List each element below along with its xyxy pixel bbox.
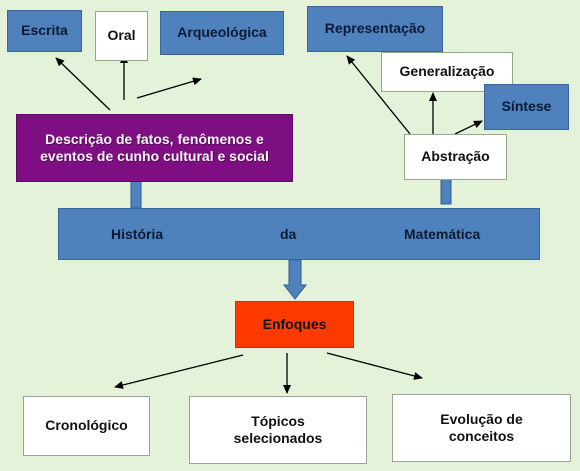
arrow-to-sintese	[454, 120, 483, 135]
evolucao-line1: Evolução de	[440, 410, 523, 427]
band-word-historia: História	[111, 226, 164, 242]
representacao-label: Representação	[324, 20, 426, 37]
box-oral: Oral	[95, 11, 148, 61]
arrow-to-evolucao	[326, 352, 423, 380]
block-arrow-down-center	[282, 259, 308, 300]
generalizacao-label: Generalização	[399, 63, 495, 80]
escrita-label: Escrita	[21, 22, 68, 39]
abstracao-label: Abstração	[421, 148, 490, 165]
topicos-line2: selecionados	[233, 430, 323, 446]
box-enfoques: Enfoques	[235, 301, 354, 348]
box-descricao: Descrição de fatos, fenômenos e eventos …	[16, 114, 293, 182]
box-evolucao-conceitos: Evolução de conceitos	[392, 394, 571, 462]
arrow-to-representacao	[346, 55, 411, 135]
box-abstracao: Abstração	[404, 134, 507, 180]
arrow-to-cronologico	[114, 354, 244, 389]
arrow-to-arqueologica	[136, 77, 202, 99]
box-topicos-selecionados: Tópicos selecionados	[189, 396, 367, 464]
descricao-line1: Descrição de fatos, fenômenos e	[45, 130, 264, 147]
topicos-line1: Tópicos	[251, 412, 305, 429]
enfoques-label: Enfoques	[262, 315, 327, 332]
evolucao-line2: conceitos	[448, 428, 515, 444]
band-historia-da-matematica: História da Matemática	[58, 208, 540, 260]
box-cronologico: Cronológico	[23, 396, 150, 456]
band-word-da: da	[280, 226, 297, 242]
box-escrita: Escrita	[7, 10, 82, 52]
sintese-label: Síntese	[501, 98, 552, 115]
oral-label: Oral	[107, 27, 136, 44]
box-sintese: Síntese	[484, 84, 569, 130]
box-generalizacao: Generalização	[381, 52, 513, 92]
box-arqueologica: Arqueológica	[160, 11, 284, 55]
arqueologica-label: Arqueológica	[177, 24, 267, 41]
descricao-line2: eventos de cunho cultural e social	[40, 148, 269, 164]
arrow-to-escrita	[55, 57, 111, 111]
band-word-matematica: Matemática	[404, 226, 481, 242]
cronologico-label: Cronológico	[45, 417, 128, 434]
box-representacao: Representação	[307, 6, 443, 52]
